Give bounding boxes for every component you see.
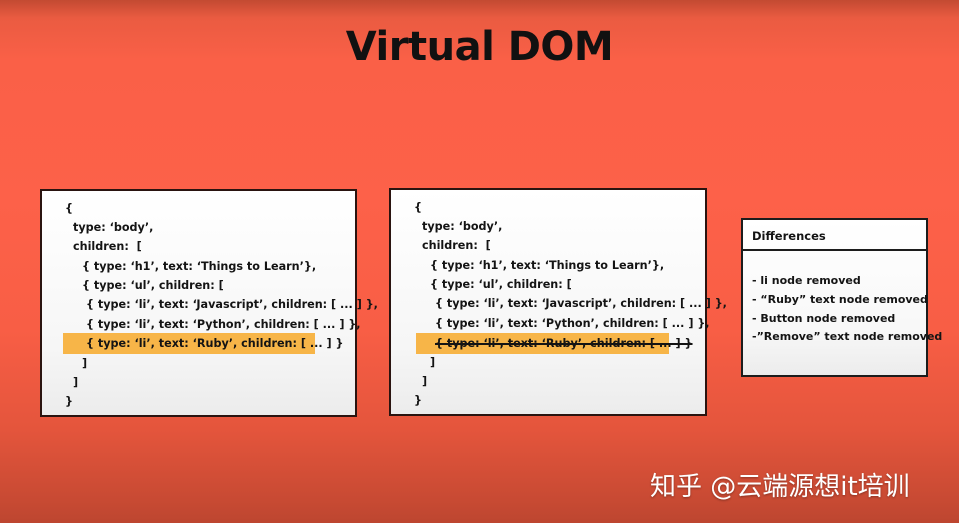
slide-title: Virtual DOM bbox=[345, 24, 614, 70]
watermark: 知乎 @云端源想it培训 bbox=[650, 472, 910, 502]
code-line: { type: ‘ul’, children: [ bbox=[430, 278, 572, 291]
differences-header: Differences bbox=[743, 220, 926, 251]
differences-panel: Differences - li node removed - “Ruby” t… bbox=[741, 218, 942, 377]
code-line: { type: ‘h1’, text: ‘Things to Learn’}, bbox=[430, 259, 665, 272]
code-line: { type: ‘li’, text: ‘Python’, children: … bbox=[86, 318, 361, 331]
highlight-removed-line bbox=[416, 333, 669, 354]
code-line: ] bbox=[82, 357, 88, 370]
code-line: } bbox=[65, 395, 73, 408]
code-line: } bbox=[414, 394, 422, 407]
difference-item: -”Remove” text node removed bbox=[752, 330, 943, 344]
code-line-ruby-struck: { type: ‘li’, text: ‘Ruby’, children: [ … bbox=[435, 337, 693, 350]
code-line: { type: ‘li’, text: ‘Javascript’, childr… bbox=[435, 297, 727, 310]
new-vdom-panel: { type: ‘body’, children: [ { type: ‘h1’… bbox=[389, 188, 727, 416]
differences-list: - li node removed - “Ruby” text node rem… bbox=[752, 272, 942, 347]
code-line: { bbox=[65, 202, 73, 215]
code-line: children: [ bbox=[422, 239, 491, 252]
old-vdom-panel: { type: ‘body’, children: [ { type: ‘h1’… bbox=[40, 189, 378, 417]
code-line: { type: ‘li’, text: ‘Javascript’, childr… bbox=[86, 298, 378, 311]
code-line: type: ‘body’, bbox=[73, 221, 154, 234]
difference-item: - “Ruby” text node removed bbox=[752, 292, 928, 306]
code-line: ] bbox=[430, 356, 436, 369]
code-line: { type: ‘ul’, children: [ bbox=[82, 279, 224, 292]
code-line-ruby: { type: ‘li’, text: ‘Ruby’, children: [ … bbox=[86, 337, 344, 350]
code-line: children: [ bbox=[73, 240, 142, 253]
code-line: type: ‘body’, bbox=[422, 220, 503, 233]
difference-item: - li node removed bbox=[752, 274, 861, 287]
code-line: { type: ‘h1’, text: ‘Things to Learn’}, bbox=[82, 260, 317, 273]
code-line: { type: ‘li’, text: ‘Python’, children: … bbox=[435, 317, 710, 330]
code-line: { bbox=[414, 201, 422, 214]
difference-item: - Button node removed bbox=[752, 311, 896, 325]
code-line: ] bbox=[73, 376, 79, 389]
highlight-removed-line bbox=[63, 333, 315, 354]
code-line: ] bbox=[422, 375, 428, 388]
